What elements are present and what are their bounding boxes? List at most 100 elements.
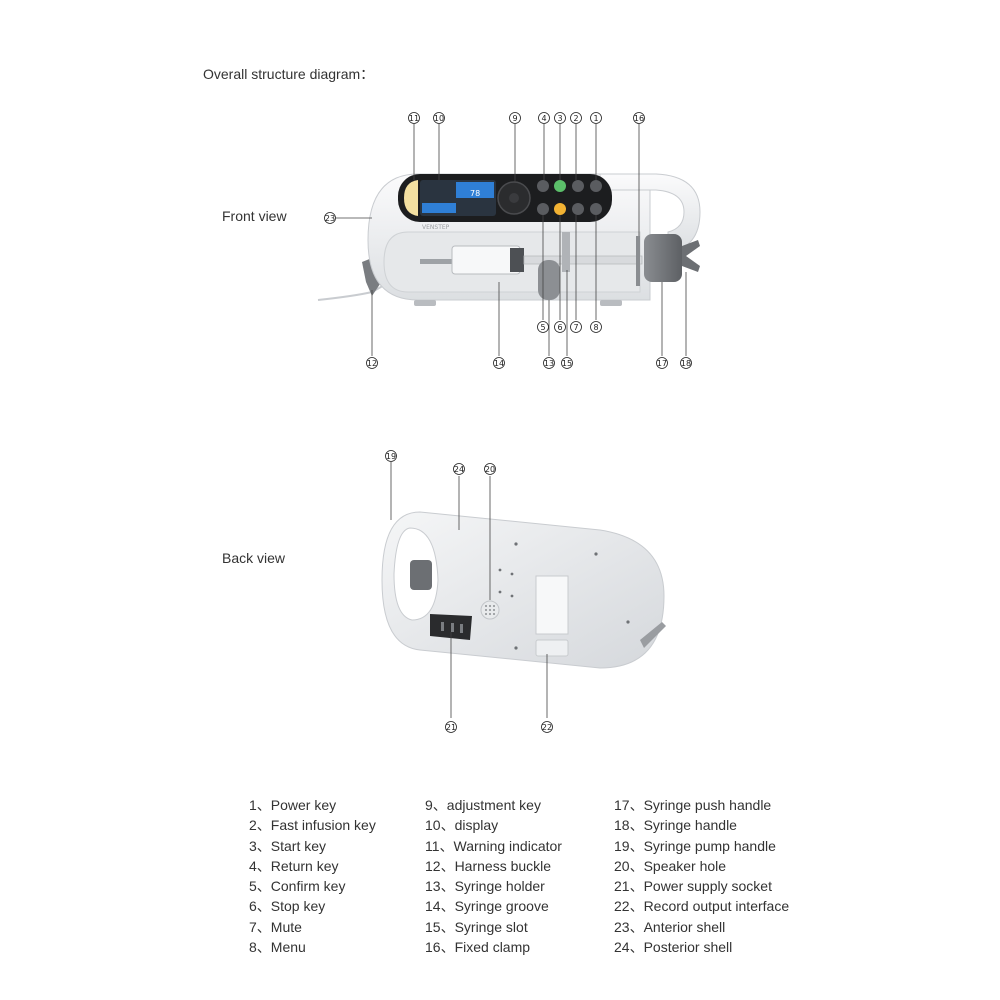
legend-item: 7、Mute xyxy=(249,918,302,935)
legend-item: 24、Posterior shell xyxy=(614,939,733,956)
callout-19: 19 xyxy=(385,450,397,462)
callout-8: 8 xyxy=(590,321,602,333)
svg-text:11: 11 xyxy=(409,114,419,123)
stop-key xyxy=(554,203,566,215)
svg-text:6: 6 xyxy=(557,323,562,332)
callout-23: 23 xyxy=(324,212,336,224)
callout-18: 18 xyxy=(680,357,692,369)
legend-item: 13、Syringe holder xyxy=(425,878,545,895)
callout-24: 24 xyxy=(453,463,465,475)
svg-text:5: 5 xyxy=(540,323,545,332)
syringe-push-handle xyxy=(644,234,682,282)
front-leader-lines xyxy=(336,124,687,356)
brand-logo: VENSTEP xyxy=(422,224,450,231)
svg-text:23: 23 xyxy=(325,214,335,223)
legend-item: 20、Speaker hole xyxy=(614,857,727,874)
callout-5: 5 xyxy=(537,321,549,333)
mute-key xyxy=(572,203,584,215)
socket-pin-3 xyxy=(460,624,463,633)
callout-10: 10 xyxy=(433,112,445,124)
harness-buckle xyxy=(362,258,380,296)
callout-9: 9 xyxy=(509,112,521,124)
front-foot-right xyxy=(600,300,622,306)
diagram-title: Overall structure diagram： xyxy=(203,66,375,82)
svg-text:9: 9 xyxy=(512,114,517,123)
svg-text:16: 16 xyxy=(634,114,644,123)
legend-item: 17、Syringe push handle xyxy=(614,797,772,813)
legend-item: 23、Anterior shell xyxy=(614,918,726,935)
legend-item: 19、Syringe pump handle xyxy=(614,837,776,854)
legend-column-3: 17、Syringe push handle 18、Syringe handle… xyxy=(614,795,789,957)
callout-11: 11 xyxy=(408,112,420,124)
callout-20: 20 xyxy=(484,463,496,475)
syringe-barrel xyxy=(451,245,521,275)
syringe-handle xyxy=(682,240,700,272)
back-clamp-visible xyxy=(410,560,432,590)
legend-item: 5、Confirm key xyxy=(249,878,346,895)
svg-text:14: 14 xyxy=(494,359,504,368)
start-key xyxy=(554,180,566,192)
legend-item: 9、adjustment key xyxy=(425,797,541,813)
callout-17: 17 xyxy=(656,357,668,369)
svg-text:1: 1 xyxy=(593,114,598,123)
display-bar-blue xyxy=(422,203,456,213)
callouts: 11 10 9 4 3 2 1 16 23 5 6 7 8 12 14 13 1… xyxy=(324,112,692,733)
adjustment-dial-center xyxy=(509,193,519,203)
legend-item: 21、Power supply socket xyxy=(614,878,772,895)
socket-pin-2 xyxy=(451,623,454,632)
callout-15: 15 xyxy=(561,357,573,369)
callout-6: 6 xyxy=(554,321,566,333)
svg-text:22: 22 xyxy=(542,723,552,732)
menu-key xyxy=(590,203,602,215)
legend-item: 3、Start key xyxy=(249,837,327,854)
callout-2: 2 xyxy=(570,112,582,124)
display-panel-blue xyxy=(456,182,494,198)
svg-text:15: 15 xyxy=(562,359,572,368)
svg-text:4: 4 xyxy=(541,114,546,123)
callout-1: 1 xyxy=(590,112,602,124)
svg-text:10: 10 xyxy=(434,114,444,123)
legend-item: 4、Return key xyxy=(249,857,339,874)
syringe-plunger-rod xyxy=(523,255,643,265)
callout-3: 3 xyxy=(554,112,566,124)
legend-item: 2、Fast infusion key xyxy=(249,817,376,834)
legend-item: 12、Harness buckle xyxy=(425,857,552,874)
back-view-label: Back view xyxy=(222,550,286,566)
callout-7: 7 xyxy=(570,321,582,333)
legend-column-1: 1、Power key 2、Fast infusion key 3、Start … xyxy=(249,795,376,957)
legend-item: 14、Syringe groove xyxy=(425,898,549,915)
label-plate xyxy=(535,575,569,635)
legend-item: 10、display xyxy=(425,817,499,834)
svg-text:24: 24 xyxy=(454,465,464,474)
svg-text:19: 19 xyxy=(386,452,396,461)
back-leader-lines xyxy=(390,462,548,718)
legend-item: 1、Power key xyxy=(249,797,337,813)
svg-text:13: 13 xyxy=(544,359,554,368)
socket-pin-1 xyxy=(441,622,444,631)
screw-holes xyxy=(498,542,630,650)
return-key xyxy=(537,180,549,192)
legend-column-2: 9、adjustment key 10、display 11、Warning i… xyxy=(425,795,562,957)
syringe-slot xyxy=(562,232,570,272)
svg-text:18: 18 xyxy=(681,359,691,368)
speaker-dots xyxy=(485,605,495,615)
callout-16: 16 xyxy=(633,112,645,124)
syringe-plunger-seal xyxy=(510,248,524,272)
callout-14: 14 xyxy=(493,357,505,369)
syringe-holder xyxy=(538,260,560,300)
svg-text:3: 3 xyxy=(557,114,562,123)
fixed-clamp xyxy=(636,236,640,286)
callout-13: 13 xyxy=(543,357,555,369)
legend-item: 6、Stop key xyxy=(249,898,326,915)
confirm-key xyxy=(537,203,549,215)
legend-item: 18、Syringe handle xyxy=(614,817,737,834)
callout-21: 21 xyxy=(445,721,457,733)
legend-item: 16、Fixed clamp xyxy=(425,939,531,956)
svg-text:7: 7 xyxy=(573,323,578,332)
syringe-tip xyxy=(420,259,452,264)
front-view-device: 78 VENSTEP xyxy=(317,173,701,306)
back-side-clip xyxy=(640,622,666,648)
record-output-interface xyxy=(535,639,569,657)
callout-22: 22 xyxy=(541,721,553,733)
svg-text:12: 12 xyxy=(367,359,377,368)
